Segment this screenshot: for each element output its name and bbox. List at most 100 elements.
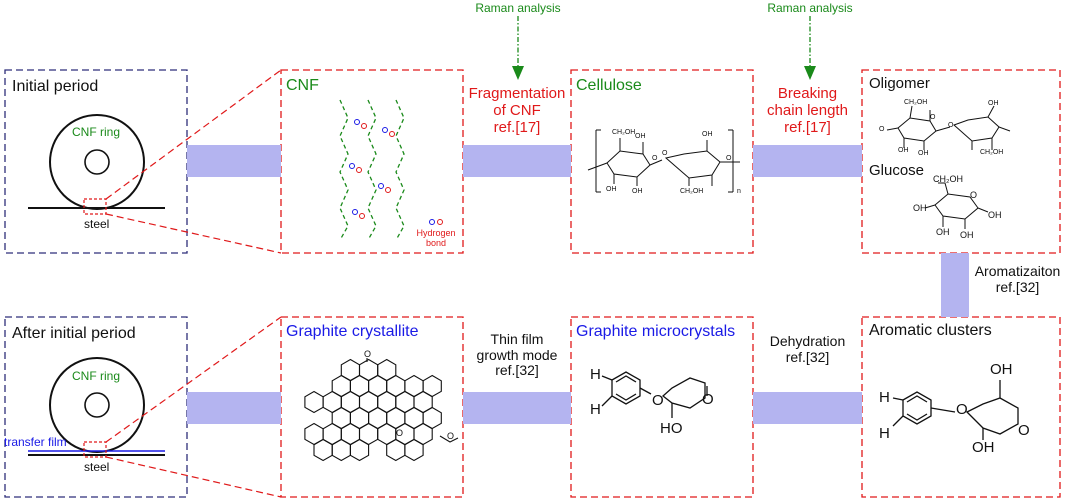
microcrystal-h-b: H [590,401,601,418]
oligomer-o-c: O [930,114,936,121]
connector-band [187,145,281,177]
step-fragmentation-line1: Fragmentation [468,85,566,102]
connector-band [463,392,571,424]
microcrystal-h-a: H [590,366,601,383]
aromatic-h-a: H [879,389,890,406]
graphite-microcrystals-title: Graphite microcrystals [576,323,736,340]
step-aromatization: Aromatizaiton ref.[32] [970,263,1065,295]
raman-arrowhead-left [512,66,524,80]
graphite-o-ring: O [396,428,404,438]
step-fragmentation-ref: ref.[17] [493,118,541,136]
connector-band-vertical [941,253,969,317]
graphite-o-methoxy: O [447,431,455,441]
step-thin-film-ref: ref.[32] [495,362,539,379]
glucose-structure [924,182,989,229]
cellulose-oh-b: OH [702,131,713,138]
glucose-ch2oh: CH₂OH [933,174,963,184]
cellulose-oh-a: OH [635,133,646,140]
connector-band [187,392,281,424]
graphite-hexagon [304,390,324,414]
microcrystal-o-ring: O [702,391,714,408]
hydrogen-bond-line2: bond [425,238,447,249]
graphite-hexagon [313,438,333,462]
box-graphite-crystallite [280,316,464,498]
cellulose-o-a: O [652,155,658,162]
aromatic-h-b: H [879,425,890,442]
cellulose-ch2oh-a: CH₂OH [612,129,636,136]
step-breaking-ref: ref.[17] [784,118,831,136]
aromatic-cluster-structure [892,380,1019,440]
glucose-oh-d: OH [960,230,974,240]
oligomer-oh-c: OH [918,150,929,157]
step-dehydration-ref: ref.[32] [785,348,830,365]
steel-label-bottom: steel [84,460,110,474]
step-thin-film: Thin film growth mode ref.[32] [463,331,571,379]
cnf-chains [339,99,405,241]
hydrogen-bond-line1: Hydrogen [416,228,456,238]
microcrystal-o-ether: O [652,392,664,409]
cellulose-structure [587,129,740,193]
cellulose-ch2oh-b: CH₂OH [680,188,704,195]
graphite-hexagon [404,438,424,462]
step-dehydration-line1: Dehydration [769,333,846,349]
cellulose-o-b: O [662,150,668,157]
oligomer-o-a: O [879,126,885,133]
after-initial-period-title: After initial period [12,325,136,342]
cnf-title: CNF [286,77,319,94]
aromatic-clusters-title: Aromatic clusters [869,322,992,339]
oligomer-oh-b: OH [898,147,909,154]
microcrystal-ho: HO [660,420,683,437]
step-dehydration: Dehydration ref.[32] [753,333,862,365]
box-cnf [280,69,464,254]
initial-period-title: Initial period [12,78,99,95]
glucose-oh-b: OH [988,210,1002,220]
graphite-hexagon [349,438,370,462]
cnf-ring-drawing [28,69,282,254]
aromatic-o-ring: O [1018,422,1030,439]
cellulose-oh-c: OH [606,186,617,193]
step-fragmentation: Fragmentation of CNF ref.[17] [463,85,571,136]
glucose-title: Glucose [869,162,925,179]
oligomer-structure [886,105,1011,150]
cellulose-subscript-n: n [737,188,741,195]
oligomer-oh-a: OH [988,100,999,107]
glucose-oh-c: OH [936,227,950,237]
raman-analysis-label-right: Raman analysis [767,1,853,15]
graphite-substituent-bond [439,435,459,443]
cnf-ring-label-bottom: CNF ring [72,369,121,383]
steel-label: steel [84,217,110,231]
step-breaking-line2: chain length [767,101,848,119]
cnf-ring-film-drawing [28,316,282,498]
graphite-crystallite-structure [304,358,459,462]
graphite-microcrystal-structure [601,371,708,418]
graphite-crystallite-title: Graphite crystallite [286,323,419,340]
glucose-oh-a: OH [913,203,927,213]
oligomer-ch2oh-b: CH₂OH [980,149,1004,156]
cnf-ring-label: CNF ring [72,125,121,139]
step-breaking-line1: Breaking [777,85,838,102]
cellulose-oh-d: OH [632,188,643,195]
transfer-film-label: transfer film [4,435,67,449]
box-initial-period [4,69,188,254]
connector-band [463,145,571,177]
raman-analysis-label-left: Raman analysis [475,1,561,15]
step-aromatization-line1: Aromatizaiton [974,263,1061,279]
graphite-o-carbonyl: O [364,349,372,359]
step-thin-film-line2: growth mode [476,346,558,363]
oligomer-o-b: O [948,122,954,129]
step-breaking-chain: Breaking chain length ref.[17] [753,85,862,136]
hydrogen-bond-label: Hydrogen bond [416,228,456,248]
oligomer-ch2oh-a: CH₂OH [904,99,928,106]
graphite-hexagon [386,438,406,462]
aromatic-oh-bottom: OH [972,439,995,456]
connector-band [753,392,862,424]
step-fragmentation-line2: of CNF [493,101,541,119]
cellulose-title: Cellulose [576,77,642,94]
aromatic-o-ether: O [956,401,968,418]
step-thin-film-line1: Thin film [490,331,544,347]
hydrogen-bond-markers [349,119,443,225]
oligomer-title: Oligomer [869,75,930,92]
step-aromatization-ref: ref.[32] [995,278,1040,295]
graphite-hexagon [331,438,351,462]
raman-arrowhead-right [804,66,816,80]
